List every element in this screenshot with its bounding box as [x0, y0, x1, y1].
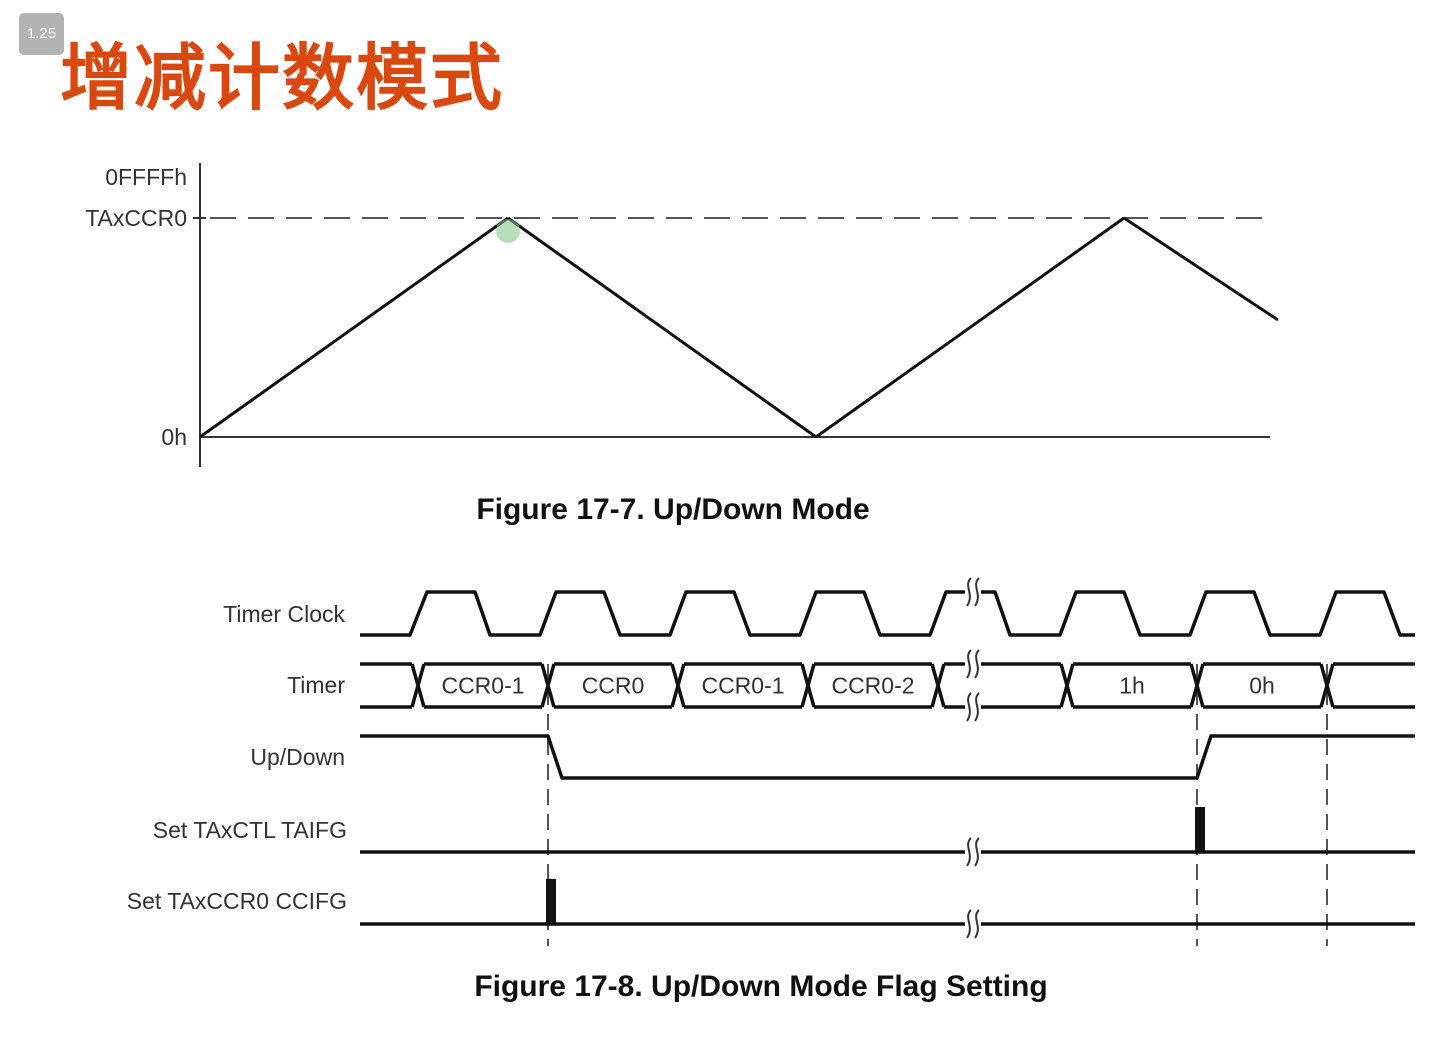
break-squiggle — [974, 577, 980, 607]
ccifg-pulse — [546, 879, 556, 924]
break-squiggle — [974, 909, 980, 939]
count-segment — [1123, 216, 1279, 322]
bus-value-label: CCR0-1 — [441, 673, 524, 699]
bus-transition — [930, 663, 946, 708]
break-squiggle — [966, 577, 972, 607]
bus-value-label: CCR0-1 — [701, 673, 784, 699]
bus-transition — [670, 663, 686, 708]
bus-transition — [540, 663, 556, 708]
bus-segment — [360, 662, 412, 709]
break-squiggle — [974, 837, 980, 867]
count-segment — [507, 216, 817, 439]
count-segment — [815, 216, 1125, 439]
signal-label: Set TAxCTL TAIFG — [153, 817, 347, 843]
break-squiggle — [966, 692, 972, 722]
bus-transition — [1319, 663, 1335, 708]
bus-transition — [800, 663, 816, 708]
figure-up-down-mode: 0FFFFh TAxCCR0 0h Figure 17-7. Up/Down M… — [85, 163, 1279, 526]
bus-segment — [944, 662, 1061, 709]
break-squiggle — [966, 837, 972, 867]
bus-segment — [424, 662, 542, 709]
break-squiggle — [974, 649, 980, 679]
page-title: 增减计数模式 — [60, 35, 505, 120]
bus-segment — [1203, 662, 1321, 709]
figure-flag-setting: Timer Clock Timer Up/Down Set TAxCTL TAI… — [127, 577, 1415, 1003]
up-down-waveform — [360, 734, 1415, 780]
break-squiggle — [974, 692, 980, 722]
break-squiggle — [966, 909, 972, 939]
bus-transition — [1189, 663, 1205, 708]
bus-value-label: 0h — [1249, 673, 1275, 699]
count-series — [199, 216, 1279, 439]
bus-value-label: CCR0-2 — [831, 673, 914, 699]
cursor-highlight — [496, 219, 520, 243]
timer-clock-waveform — [360, 590, 1415, 637]
figure-caption: Figure 17-8. Up/Down Mode Flag Setting — [474, 970, 1047, 1003]
signal-label: Up/Down — [250, 744, 345, 770]
y-tick-label: 0h — [161, 424, 187, 450]
signal-label: Timer Clock — [223, 601, 345, 627]
bus-value-label: CCR0 — [582, 673, 645, 699]
bus-transition — [1059, 663, 1075, 708]
bus-segment — [1073, 662, 1191, 709]
bus-segment — [1333, 662, 1415, 709]
signal-label: Set TAxCCR0 CCIFG — [127, 888, 347, 914]
bus-segment — [814, 662, 932, 709]
timer-bus-waveform: CCR0-1 CCR0 CCR0-1 CCR0-2 1h 0h — [360, 662, 1415, 709]
playback-speed-badge[interactable]: 1.25 — [19, 13, 64, 55]
bus-segment — [684, 662, 802, 709]
break-squiggle — [966, 649, 972, 679]
y-tick-label: 0FFFFh — [105, 164, 187, 190]
bus-value-label: 1h — [1119, 673, 1145, 699]
y-tick-label: TAxCCR0 — [85, 205, 187, 231]
figure-caption: Figure 17-7. Up/Down Mode — [476, 493, 869, 526]
taifg-pulse — [1195, 807, 1205, 852]
time-break-markers — [965, 577, 981, 939]
count-segment — [199, 216, 509, 439]
bus-segment — [554, 662, 672, 709]
signal-label: Timer — [287, 672, 345, 698]
bus-transition — [410, 663, 426, 708]
